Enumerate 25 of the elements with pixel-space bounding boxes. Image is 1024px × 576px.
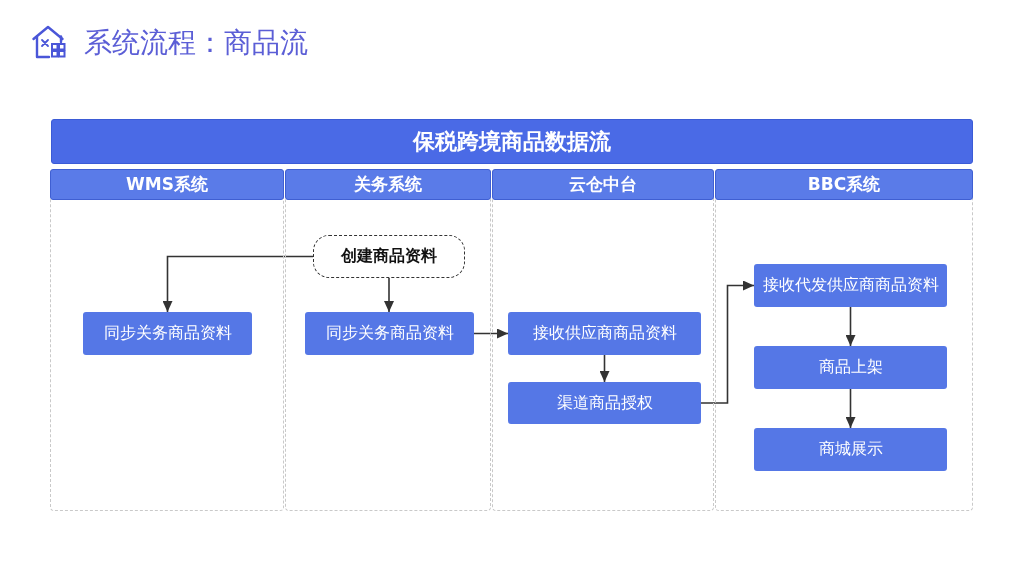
process-box: 商品上架 [754, 346, 947, 389]
lane-header: BBC系统 [715, 169, 973, 200]
process-box: 商城展示 [754, 428, 947, 471]
arrow [599, 354, 610, 383]
lane-header: 关务系统 [285, 169, 491, 200]
process-box: 接收供应商商品资料 [508, 312, 701, 355]
swimlane [492, 169, 714, 511]
rounded-box: 创建商品资料 [313, 235, 465, 278]
lane-header: WMS系统 [50, 169, 284, 200]
process-box: 同步关务商品资料 [83, 312, 252, 355]
arrow [845, 388, 856, 429]
arrow [845, 306, 856, 347]
elbow-arrow [162, 255, 314, 313]
process-box: 渠道商品授权 [508, 382, 701, 424]
page-title: 系统流程：商品流 [84, 26, 308, 60]
arrow [384, 277, 394, 313]
arrow [473, 328, 509, 339]
header-band: 保税跨境商品数据流 [51, 119, 973, 164]
swimlane [715, 169, 973, 511]
elbow-arrow [700, 280, 755, 404]
process-box: 同步关务商品资料 [305, 312, 474, 355]
swimlane [285, 169, 491, 511]
swimlane [50, 169, 284, 511]
process-box: 接收代发供应商商品资料 [754, 264, 947, 307]
lane-header: 云仓中台 [492, 169, 714, 200]
